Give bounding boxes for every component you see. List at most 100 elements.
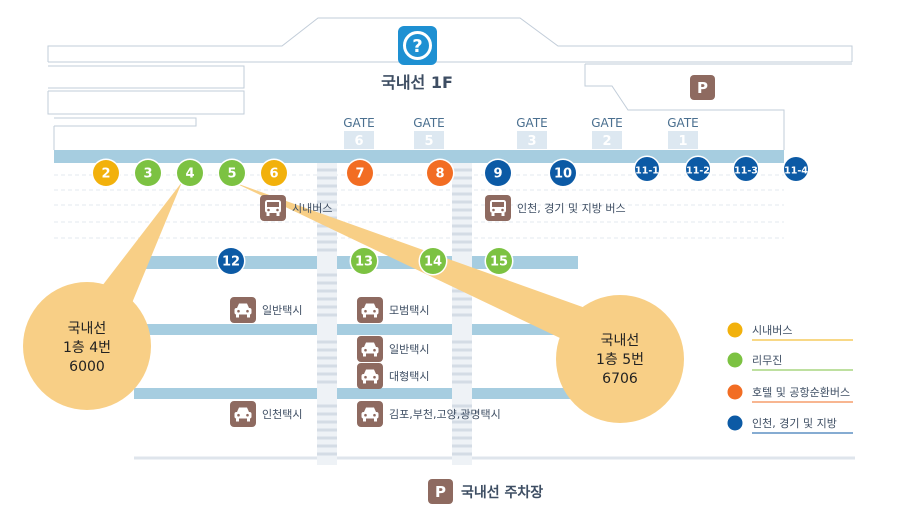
- stop-number: 14: [424, 255, 442, 270]
- bus-stop-11-2[interactable]: 11-2: [684, 155, 712, 183]
- stop-number: 11-3: [734, 166, 758, 177]
- taxi-stand-incheon[interactable]: 인천택시: [230, 401, 302, 427]
- bus-stop-8[interactable]: 8: [425, 158, 455, 188]
- stop-marker: [420, 248, 446, 274]
- bus-stop-12[interactable]: 12: [216, 246, 246, 276]
- bus-stop-11-1[interactable]: 11-1: [633, 155, 661, 183]
- callout-stop-4: 국내선 1층 4번 6000: [23, 282, 151, 410]
- bus-stop-3[interactable]: 3: [133, 158, 163, 188]
- stop-marker: [261, 160, 287, 186]
- lane-markings: [54, 174, 784, 239]
- gate-label: GATE: [413, 116, 445, 130]
- stop-marker: [485, 160, 511, 186]
- bus-stop-5[interactable]: 5: [217, 158, 247, 188]
- gate-number: 2: [602, 134, 611, 149]
- bus-stop-14[interactable]: 14: [418, 246, 448, 276]
- bus-stop-10[interactable]: 10: [548, 158, 578, 188]
- taxi-stand-general-2[interactable]: 일반택시: [357, 336, 429, 362]
- taxi-label: 김포,부천,고양,광명택시: [389, 407, 501, 421]
- taxi-label: 대형택시: [389, 370, 429, 383]
- legend-label: 인천, 경기 및 지방: [752, 416, 837, 430]
- stop-number: 6: [269, 167, 278, 182]
- taxi-stand-deluxe[interactable]: 모범택시: [357, 297, 429, 323]
- parking-icon: P: [697, 79, 708, 97]
- stop-number: 10: [554, 167, 572, 182]
- bus-icon: [260, 195, 286, 221]
- legend-dot: [727, 322, 743, 338]
- taxi-label: 인천택시: [262, 407, 302, 421]
- taxi-icon: [357, 336, 383, 362]
- bus-stop-7[interactable]: 7: [345, 158, 375, 188]
- bus-stop-11-3[interactable]: 11-3: [732, 155, 760, 183]
- stop-marker: [734, 157, 758, 181]
- parking-icon-top[interactable]: P: [690, 75, 715, 100]
- stop-number: 11-1: [635, 166, 659, 177]
- stop-marker: [635, 157, 659, 181]
- stop-number: 15: [490, 255, 508, 270]
- stop-marker: [219, 160, 245, 186]
- stop-number: 4: [185, 167, 194, 182]
- legend-item-city-bus: 시내버스: [727, 322, 853, 341]
- parking-domestic[interactable]: P 국내선 주차장: [428, 479, 543, 504]
- legend-label: 시내버스: [752, 324, 792, 337]
- terminal-outline: [47, 17, 853, 150]
- parking-label: 국내선 주차장: [461, 484, 543, 501]
- gate-num-box: [592, 131, 622, 149]
- bus-stop-13[interactable]: 13: [349, 246, 379, 276]
- stop-number: 2: [101, 167, 110, 182]
- stop-marker: [686, 157, 710, 181]
- bus-stop-4[interactable]: 4: [175, 158, 205, 188]
- legend-dot: [727, 352, 743, 368]
- stop-marker: [486, 248, 512, 274]
- bus-stop-11-4[interactable]: 11-4: [782, 155, 810, 183]
- legend-item-hotel-bus: 호텔 및 공항순환버스: [727, 384, 853, 403]
- gate-label: GATE: [667, 116, 699, 130]
- bus-stop-9[interactable]: 9: [483, 158, 513, 188]
- stop-marker: [427, 160, 453, 186]
- taxi-icon: [230, 297, 256, 323]
- taxi-label: 일반택시: [262, 303, 302, 317]
- taxi-stand-general-1[interactable]: 일반택시: [230, 297, 302, 323]
- info-desk[interactable]: ?: [398, 26, 437, 65]
- stop-number: 11-2: [686, 166, 710, 177]
- taxi-icon: [357, 363, 383, 389]
- legend-dot: [727, 415, 743, 431]
- stop-marker: [135, 160, 161, 186]
- bus-stop-6[interactable]: 6: [259, 158, 289, 188]
- stop-marker: [347, 160, 373, 186]
- taxi-icon: [357, 297, 383, 323]
- bus-marker-regional[interactable]: 인천, 경기 및 지방 버스: [485, 195, 626, 221]
- legend-label: 리무진: [752, 354, 782, 367]
- floor-title: 국내선 1F: [381, 73, 453, 92]
- gate-5: GATE 5: [413, 116, 445, 149]
- crosswalks: [317, 163, 472, 465]
- callout-line3: 6706: [602, 371, 638, 387]
- gate-num-box: [517, 131, 547, 149]
- bus-stop-2[interactable]: 2: [91, 158, 121, 188]
- parking-icon: P: [435, 483, 446, 501]
- taxi-stand-large[interactable]: 대형택시: [357, 363, 429, 389]
- bus-label-city: 시내버스: [292, 202, 332, 215]
- gate-label: GATE: [591, 116, 623, 130]
- taxi-icon: [230, 401, 256, 427]
- legend-label: 호텔 및 공항순환버스: [752, 386, 850, 399]
- bus-stop-15[interactable]: 15: [484, 246, 514, 276]
- taxi-stand-gimpo[interactable]: 김포,부천,고양,광명택시: [357, 401, 501, 427]
- stop-number: 3: [143, 167, 152, 182]
- stop-number: 5: [227, 167, 236, 182]
- stop-number: 11-4: [784, 166, 808, 177]
- gate-number: 5: [424, 134, 433, 149]
- stop-marker: [218, 248, 244, 274]
- legend-item-regional-bus: 인천, 경기 및 지방: [727, 415, 853, 434]
- legend-dot: [727, 384, 743, 400]
- stop-number: 9: [493, 167, 502, 182]
- bus-marker-city[interactable]: 시내버스: [260, 195, 332, 221]
- legend-item-limousine: 리무진: [727, 352, 853, 371]
- gate-label: GATE: [516, 116, 548, 130]
- stop-marker: [351, 248, 377, 274]
